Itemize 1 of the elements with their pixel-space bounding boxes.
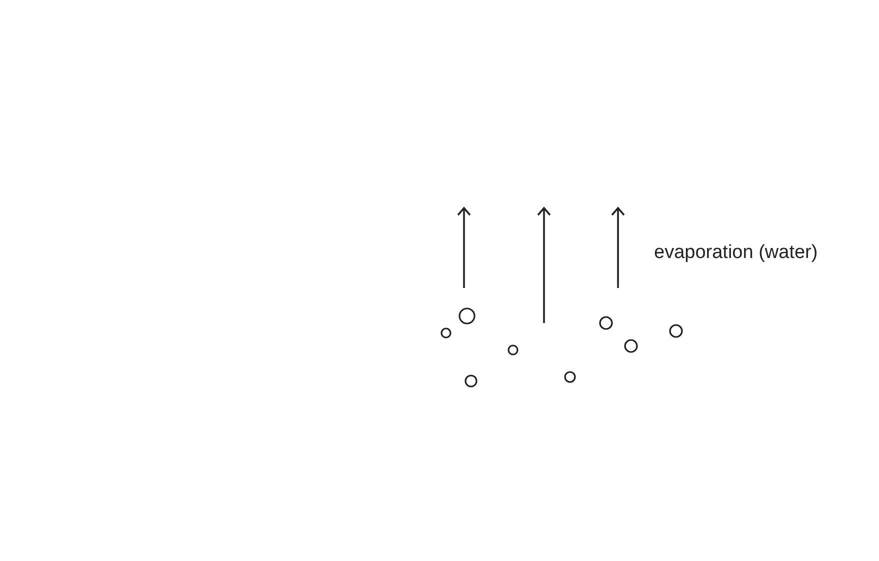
annotation-text: evaporation (water) <box>654 242 818 264</box>
